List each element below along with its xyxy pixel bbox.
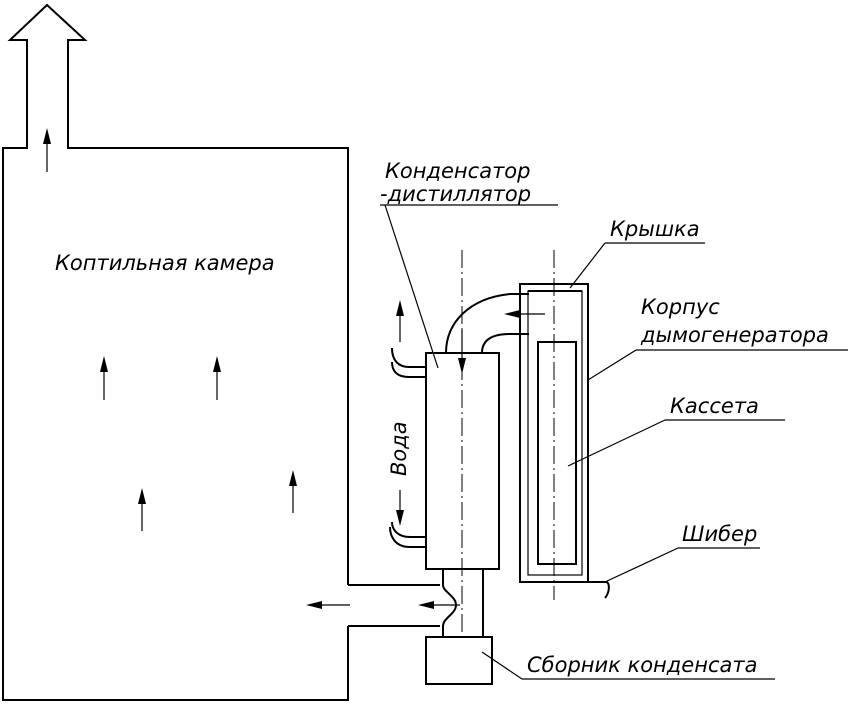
cassette <box>537 341 577 565</box>
label-body-line2: дымогенератора <box>640 323 829 347</box>
label-collector: Сборник конденсата <box>527 653 757 677</box>
water-connections <box>389 300 426 548</box>
smoke-transfer-pipe <box>445 293 545 374</box>
smoking-chamber-outline <box>2 3 349 701</box>
label-water: Вода <box>387 421 411 476</box>
label-condenser-line1: Конденсатор <box>385 159 530 183</box>
label-lid: Крышка <box>610 217 700 241</box>
condensate-pipe <box>442 569 484 637</box>
smoke-generator-housing <box>519 250 589 600</box>
label-body-line1: Корпус <box>641 295 720 319</box>
smoke-inlet-duct <box>306 584 460 627</box>
condensate-collector <box>425 636 493 685</box>
label-damper: Шибер <box>682 522 757 546</box>
label-smoking-chamber: Коптильная камера <box>55 251 275 275</box>
chamber-flow-arrows <box>43 128 297 531</box>
leader-lines <box>380 204 848 680</box>
label-condenser-line2: -дистиллятор <box>380 182 531 206</box>
label-cassette: Кассета <box>670 394 759 418</box>
